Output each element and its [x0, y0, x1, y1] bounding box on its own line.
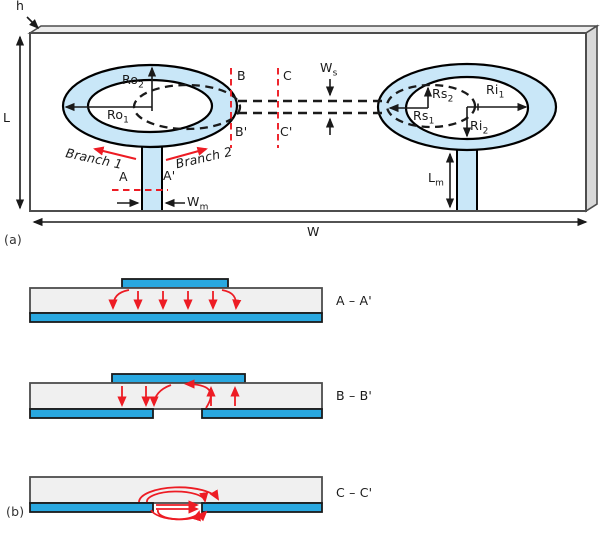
feed-line-left [141, 139, 163, 212]
dim-l-label: L [3, 110, 11, 125]
section-c2-label: C' [280, 124, 293, 139]
cc-ground-right [201, 502, 323, 513]
board-outline [29, 32, 587, 212]
slotline-dashed [238, 99, 388, 115]
h-arrow [26, 16, 40, 30]
rs1-label: Rs1 [413, 108, 435, 127]
bb-field-arrows [117, 379, 240, 409]
panel-a-tag: (a) [4, 232, 23, 247]
branch2-arrow [165, 146, 208, 161]
wm-label: Wm [187, 194, 209, 213]
section-aa-title: A – A' [336, 293, 372, 308]
ro1-label: Ro1 [107, 107, 130, 126]
aa-field-arrows [108, 289, 242, 310]
section-a2-label: A' [163, 168, 176, 183]
section-b-label: B [237, 68, 246, 83]
section-a-label: A [119, 169, 128, 184]
lm-label: Lm [428, 170, 445, 189]
cc-substrate [29, 476, 323, 504]
bb-substrate [29, 382, 323, 410]
section-cc-title: C – C' [336, 485, 373, 500]
bb-ground-left [29, 408, 154, 419]
dim-w-label: W [307, 224, 320, 239]
panel-b-tag: (b) [6, 504, 25, 519]
board-top-face [27, 25, 600, 34]
cc-field-arrows [138, 486, 220, 522]
left-ring [61, 63, 242, 149]
bb-top-strip [111, 373, 246, 384]
left-ring-inner-ellipse [86, 78, 214, 134]
dimension-arrows [15, 16, 588, 227]
bb-ground-right [201, 408, 323, 419]
cross-section-bb [29, 373, 323, 419]
cross-section-aa [29, 278, 323, 323]
section-b2-label: B' [235, 124, 248, 139]
section-bb-title: B – B' [336, 388, 372, 403]
section-c-label: C [283, 68, 292, 83]
aa-top-strip [121, 278, 229, 289]
aa-substrate [29, 287, 323, 314]
right-slot-ellipse-dashed [385, 83, 477, 129]
section-cut-lines [112, 68, 279, 191]
ro2-label: Ro2 [122, 72, 145, 91]
cc-ground-left [29, 502, 154, 513]
board-side-face [585, 24, 598, 213]
dim-h-label: h [16, 0, 25, 13]
branch-arrows [93, 146, 208, 161]
branch1-arrow [93, 146, 137, 160]
rs2-label: Rs2 [432, 86, 454, 105]
ri2-label: Ri2 [470, 118, 489, 137]
aa-ground-plane [29, 312, 323, 323]
ri1-label: Ri1 [486, 82, 505, 101]
cross-section-cc [29, 476, 323, 522]
feed-line-right [456, 144, 478, 212]
ws-label: Ws [320, 60, 338, 79]
